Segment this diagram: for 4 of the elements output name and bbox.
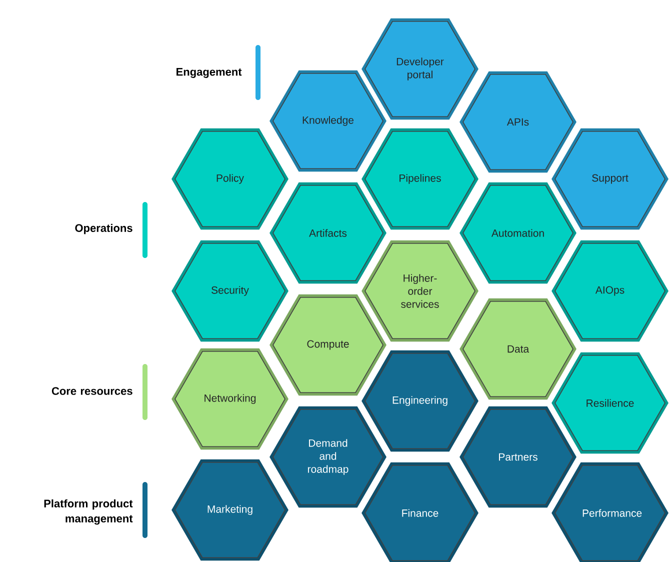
legend-label: Operations	[75, 224, 132, 234]
legend-label: Core resources	[52, 387, 132, 395]
legend-label: Engagement	[176, 68, 242, 78]
legend-label: Platform product management	[44, 499, 133, 525]
